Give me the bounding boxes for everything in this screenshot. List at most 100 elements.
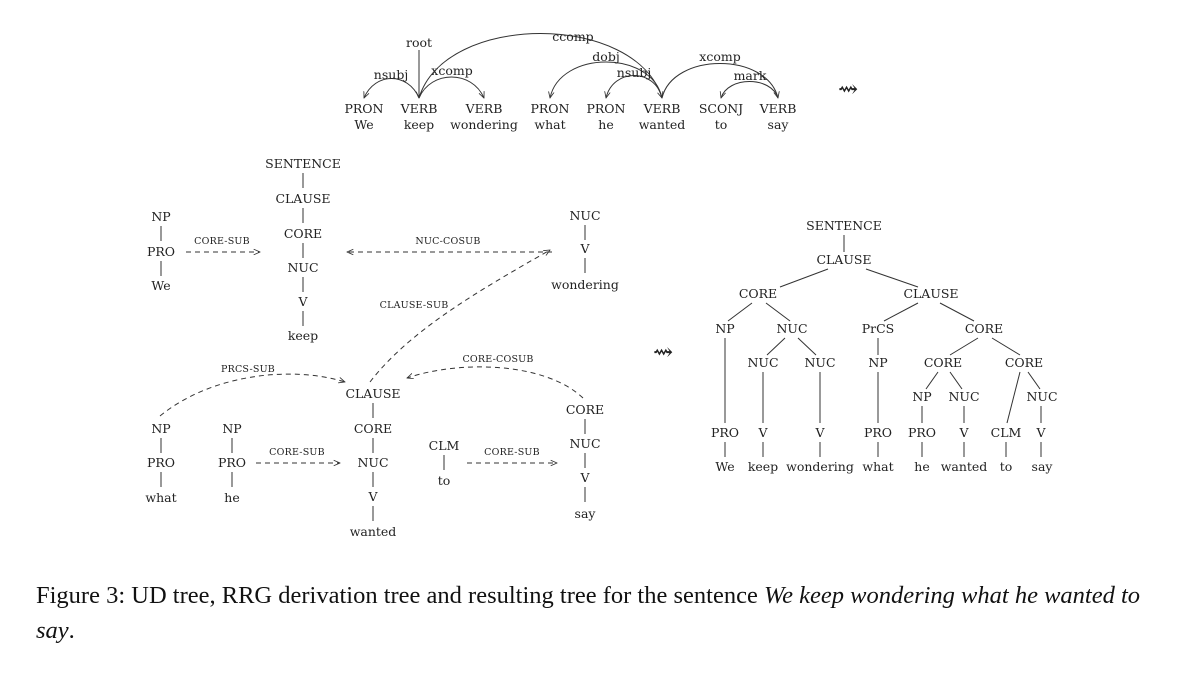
node-core: CORE bbox=[284, 226, 322, 241]
ud-arc-mark bbox=[721, 81, 779, 99]
caption-prefix: Figure 3: UD tree, RRG derivation tree a… bbox=[36, 582, 764, 609]
word-he: he bbox=[224, 490, 239, 505]
op-arrow-prcs-sub bbox=[159, 373, 345, 417]
transform-arrow-1: ⇝ bbox=[838, 75, 858, 103]
r-node-core-right: CORE bbox=[965, 321, 1003, 336]
elem-np-we: NP PRO We bbox=[147, 209, 175, 293]
ud-token-3: PRON what bbox=[530, 101, 569, 132]
ud-word: say bbox=[768, 117, 790, 132]
node-v: V bbox=[367, 489, 378, 504]
word-say: say bbox=[575, 506, 597, 521]
ud-word: wanted bbox=[639, 117, 686, 132]
r-word: to bbox=[1000, 459, 1013, 474]
r-node-nuc-c: NUC bbox=[948, 389, 979, 404]
op-label: CORE-SUB bbox=[194, 236, 250, 247]
r-node-nuc-d: NUC bbox=[1026, 389, 1057, 404]
ud-arc-xcomp-2 bbox=[661, 63, 778, 99]
ud-pos: VERB bbox=[400, 101, 438, 116]
node-clause: CLAUSE bbox=[345, 386, 400, 401]
ud-arc-ccomp bbox=[418, 33, 662, 99]
op-label: PRCS-SUB bbox=[221, 364, 275, 375]
elem-clm-to: CLM to bbox=[429, 438, 460, 488]
ud-pos: PRON bbox=[344, 101, 383, 116]
node-nuc: NUC bbox=[569, 208, 600, 223]
r-word: what bbox=[862, 459, 893, 474]
figure-caption: Figure 3: UD tree, RRG derivation tree a… bbox=[36, 578, 1176, 648]
r-node-nuc-a: NUC bbox=[747, 355, 778, 370]
node-np: NP bbox=[151, 421, 170, 436]
op-label: CORE-SUB bbox=[269, 447, 325, 458]
ud-token-0: PRON We bbox=[344, 101, 383, 132]
r-pre-terminal: V bbox=[958, 425, 969, 440]
caption-sentence: We keep wondering what he wanted to say bbox=[36, 582, 1141, 644]
caption-suffix: . bbox=[68, 617, 75, 644]
elem-clause-wanted: CLAUSE CORE NUC V wanted bbox=[345, 386, 400, 539]
node-pro: PRO bbox=[218, 455, 246, 470]
ud-token-6: SCONJ to bbox=[699, 101, 743, 132]
elem-np-what: NP PRO what bbox=[145, 421, 176, 505]
op-label: CLAUSE-SUB bbox=[380, 300, 449, 311]
ud-pos: SCONJ bbox=[699, 101, 743, 116]
ud-arc-xcomp bbox=[418, 76, 484, 98]
word-what: what bbox=[145, 490, 176, 505]
r-node-core-left: CORE bbox=[739, 286, 777, 301]
elem-np-he: NP PRO he bbox=[218, 421, 246, 505]
elem-nuc-wondering: NUC V wondering bbox=[551, 208, 619, 292]
r-node-nuc-main: NUC bbox=[776, 321, 807, 336]
r-word: say bbox=[1032, 459, 1054, 474]
ud-pos: VERB bbox=[643, 101, 681, 116]
word-wanted: wanted bbox=[350, 524, 397, 539]
figure-3: PRON We VERB keep VERB wondering PRON wh… bbox=[145, 29, 1057, 539]
word-wondering: wondering bbox=[551, 277, 619, 292]
node-np: NP bbox=[222, 421, 241, 436]
ud-arc-label: xcomp bbox=[699, 49, 740, 64]
op-label: CORE-COSUB bbox=[462, 354, 533, 365]
r-node-np-3: NP bbox=[912, 389, 931, 404]
r-pre-terminal: PRO bbox=[711, 425, 739, 440]
transform-arrow-2: ⇝ bbox=[653, 338, 673, 366]
elem-sentence-keep: SENTENCE CLAUSE CORE NUC V keep bbox=[265, 156, 341, 343]
r-word: keep bbox=[748, 459, 778, 474]
node-pro: PRO bbox=[147, 455, 175, 470]
op-arrow-core-cosub bbox=[407, 366, 584, 399]
node-v: V bbox=[297, 294, 308, 309]
r-node-np-2: NP bbox=[868, 355, 887, 370]
op-label: CORE-SUB bbox=[484, 447, 540, 458]
node-clause: CLAUSE bbox=[275, 191, 330, 206]
node-nuc: NUC bbox=[287, 260, 318, 275]
ud-token-5: VERB wanted bbox=[639, 101, 686, 132]
node-v: V bbox=[579, 241, 590, 256]
word-we: We bbox=[151, 278, 170, 293]
ud-token-1: VERB keep bbox=[400, 101, 438, 132]
ud-word: wondering bbox=[450, 117, 518, 132]
ud-arc-label: mark bbox=[734, 68, 767, 83]
ud-root-label: root bbox=[406, 35, 432, 50]
ud-word: We bbox=[354, 117, 373, 132]
r-pre-terminal: V bbox=[814, 425, 825, 440]
word-to: to bbox=[438, 473, 451, 488]
r-node-core-last: CORE bbox=[1005, 355, 1043, 370]
ud-token-4: PRON he bbox=[586, 101, 625, 132]
r-word: he bbox=[914, 459, 929, 474]
r-word: wanted bbox=[941, 459, 988, 474]
r-pre-terminal: PRO bbox=[908, 425, 936, 440]
ud-pos: VERB bbox=[465, 101, 503, 116]
r-node-clause-right: CLAUSE bbox=[903, 286, 958, 301]
ud-tree: PRON We VERB keep VERB wondering PRON wh… bbox=[344, 29, 796, 132]
node-core: CORE bbox=[354, 421, 392, 436]
r-node-prcs: PrCS bbox=[862, 321, 895, 336]
op-label: NUC-COSUB bbox=[415, 236, 480, 247]
ud-arc-label: nsubj bbox=[617, 65, 651, 80]
word-keep: keep bbox=[288, 328, 318, 343]
r-pre-terminal: V bbox=[1035, 425, 1046, 440]
r-node-np: NP bbox=[715, 321, 734, 336]
ud-pos: PRON bbox=[530, 101, 569, 116]
node-sentence: SENTENCE bbox=[265, 156, 341, 171]
node-nuc: NUC bbox=[357, 455, 388, 470]
ud-pos: PRON bbox=[586, 101, 625, 116]
r-node-nuc-b: NUC bbox=[804, 355, 835, 370]
r-word: wondering bbox=[786, 459, 854, 474]
r-pre-terminal: PRO bbox=[864, 425, 892, 440]
elem-core-say: CORE NUC V say bbox=[566, 402, 604, 521]
node-nuc: NUC bbox=[569, 436, 600, 451]
